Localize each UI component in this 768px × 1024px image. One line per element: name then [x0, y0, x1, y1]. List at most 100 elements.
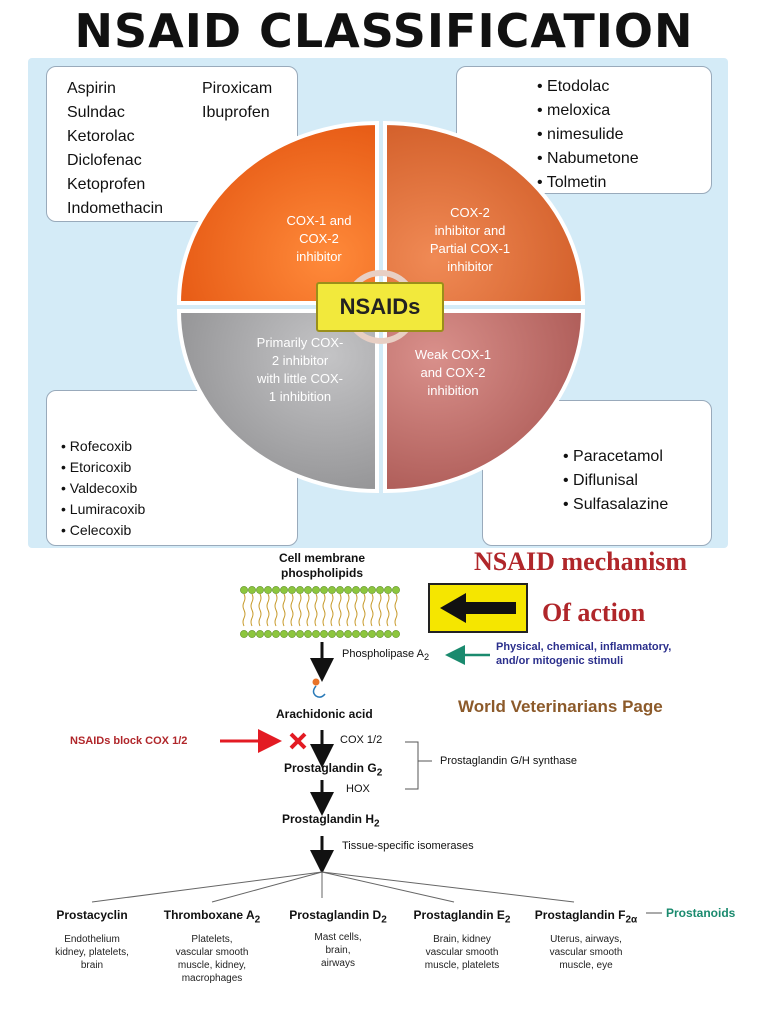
lipid-head — [240, 630, 248, 638]
quadrant-line: 2 inhibitor — [271, 353, 329, 368]
nsaid-class-pie — [176, 120, 586, 494]
left-arrow-icon — [440, 593, 516, 623]
lipid-head — [280, 630, 288, 638]
drug-item: Indomethacin — [67, 200, 164, 217]
mechanism-heading-2: Of action — [542, 598, 646, 627]
lipid-head — [328, 630, 336, 638]
lipid-tail — [306, 593, 310, 627]
mechanism-heading: NSAID mechanism — [474, 547, 688, 576]
product-tissues: Uterus, airways, vascular smooth muscle,… — [522, 933, 650, 972]
lipid-head — [296, 586, 304, 594]
lipid-tail — [338, 593, 342, 627]
lipid-head — [296, 630, 304, 638]
quadrant-line: COX-2 — [450, 205, 490, 220]
pgg2-sub: 2 — [376, 767, 383, 779]
lipid-tail — [258, 593, 262, 627]
isomerases-label: Tissue-specific isomerases — [342, 840, 474, 852]
synthase-bracket — [405, 741, 432, 790]
lipid-head — [360, 586, 368, 594]
pgh2-label: Prostaglandin H2 — [282, 812, 380, 829]
lipid-head — [248, 630, 256, 638]
quadrant-line: Weak COX-1 — [414, 347, 492, 362]
lipid-head — [248, 586, 256, 594]
lipid-head — [288, 630, 296, 638]
lipid-tail — [386, 593, 390, 627]
quadrant-text-4: Weak COX-1 and COX-2 inhibition — [386, 346, 520, 400]
product-name-text: Prostaglandin D — [289, 908, 382, 922]
tissue-line: Uterus, airways, — [550, 934, 622, 946]
drug-item: Nabumetone — [537, 147, 639, 171]
product-tissues: Endothelium kidney, platelets, brain — [32, 933, 152, 972]
tissue-line: Brain, kidney — [433, 934, 491, 946]
stimuli-text: Physical, chemical, inflammatory, and/or… — [496, 640, 671, 668]
box-top-left: Aspirin Sulndac Ketorolac Diclofenac Ket… — [46, 66, 298, 222]
box-top-left-col2: Piroxicam Ibuprofen — [202, 77, 272, 125]
product-name-text: Thromboxane A — [163, 908, 255, 922]
phospholipase-sub: 2 — [423, 652, 430, 663]
tissue-line: vascular smooth — [425, 947, 499, 959]
cell-membrane-label: Cell membrane phospholipids — [262, 551, 382, 581]
tissue-line: brain — [80, 960, 104, 972]
tissue-line: kidney, platelets, — [55, 947, 129, 959]
lipid-tail — [274, 593, 278, 627]
lipid-head — [384, 630, 392, 638]
synthase-label: Prostaglandin G/H synthase — [440, 755, 577, 767]
tissue-line: airways — [321, 958, 355, 970]
quadrant-line: inhibition — [427, 383, 479, 398]
drug-item: Ibuprofen — [202, 104, 270, 121]
product-name-text: Prostacyclin — [56, 908, 128, 922]
drug-item: Ketoprofen — [67, 176, 146, 193]
tissue-line: muscle, platelets — [424, 960, 500, 972]
quadrant-bottom-right — [383, 309, 586, 494]
tissue-line: Mast cells, — [314, 932, 362, 944]
drug-item: Ketorolac — [67, 128, 135, 145]
lipid-head — [240, 586, 248, 594]
quadrant-line: inhibitor — [447, 259, 493, 274]
lipid-head — [360, 630, 368, 638]
lipid-head — [336, 630, 344, 638]
drug-item: Paracetamol — [563, 445, 668, 469]
product-tissues: Platelets, vascular smooth muscle, kidne… — [150, 933, 274, 985]
quadrant-top-left — [176, 120, 379, 305]
pgg2-label: Prostaglandin G2 — [284, 761, 382, 778]
product-name: Prostaglandin E2 — [400, 908, 524, 925]
product-name: Thromboxane A2 — [150, 908, 274, 925]
quadrant-line: with little COX- — [257, 371, 343, 386]
prostanoids-label: Prostanoids — [666, 906, 736, 920]
lipid-head — [272, 630, 280, 638]
lipid-tail — [322, 593, 326, 627]
arachidonic-dot-icon — [312, 678, 320, 686]
block-x-icon — [289, 732, 307, 750]
lipid-head — [280, 586, 288, 594]
lipid-head — [376, 630, 384, 638]
product-name: Prostacyclin — [32, 908, 152, 925]
quadrant-line: COX-1 and — [286, 213, 352, 228]
quadrant-top-right — [383, 120, 586, 305]
drug-item: Piroxicam — [202, 80, 273, 97]
lipid-head — [352, 586, 360, 594]
lipid-head — [304, 586, 312, 594]
quadrant-bottom-left — [176, 309, 379, 494]
drug-item: Lumiracoxib — [61, 499, 145, 520]
product-name-sub: 2 — [381, 914, 387, 926]
tissue-line: vascular smooth — [549, 947, 623, 959]
pgh2-sub: 2 — [374, 818, 380, 830]
drug-item: Sulndac — [67, 104, 125, 121]
lipid-tail — [290, 593, 294, 627]
product-pge2: Prostaglandin E2 Brain, kidney vascular … — [400, 908, 524, 972]
drug-item: Sulfasalazine — [563, 493, 668, 517]
arachidonic-chain-icon — [312, 685, 326, 698]
lipid-head — [288, 586, 296, 594]
cell-membrane-line: phospholipids — [281, 566, 363, 580]
drug-item: Rofecoxib — [61, 436, 145, 457]
lipid-tail — [250, 593, 254, 627]
quadrant-text-3: Primarily COX- 2 inhibitor with little C… — [228, 334, 372, 406]
phospholipase-text: Phospholipase A — [342, 648, 424, 660]
stimuli-line: and/or mitogenic stimuli — [496, 655, 624, 667]
nsaids-block-label: NSAIDs block COX 1/2 — [70, 735, 188, 747]
drug-item: Valdecoxib — [61, 478, 145, 499]
phospholipase-label: Phospholipase A2 — [342, 648, 429, 662]
lipid-head — [312, 586, 320, 594]
drug-item: nimesulide — [537, 123, 639, 147]
product-name-text: Prostaglandin E — [413, 908, 505, 922]
